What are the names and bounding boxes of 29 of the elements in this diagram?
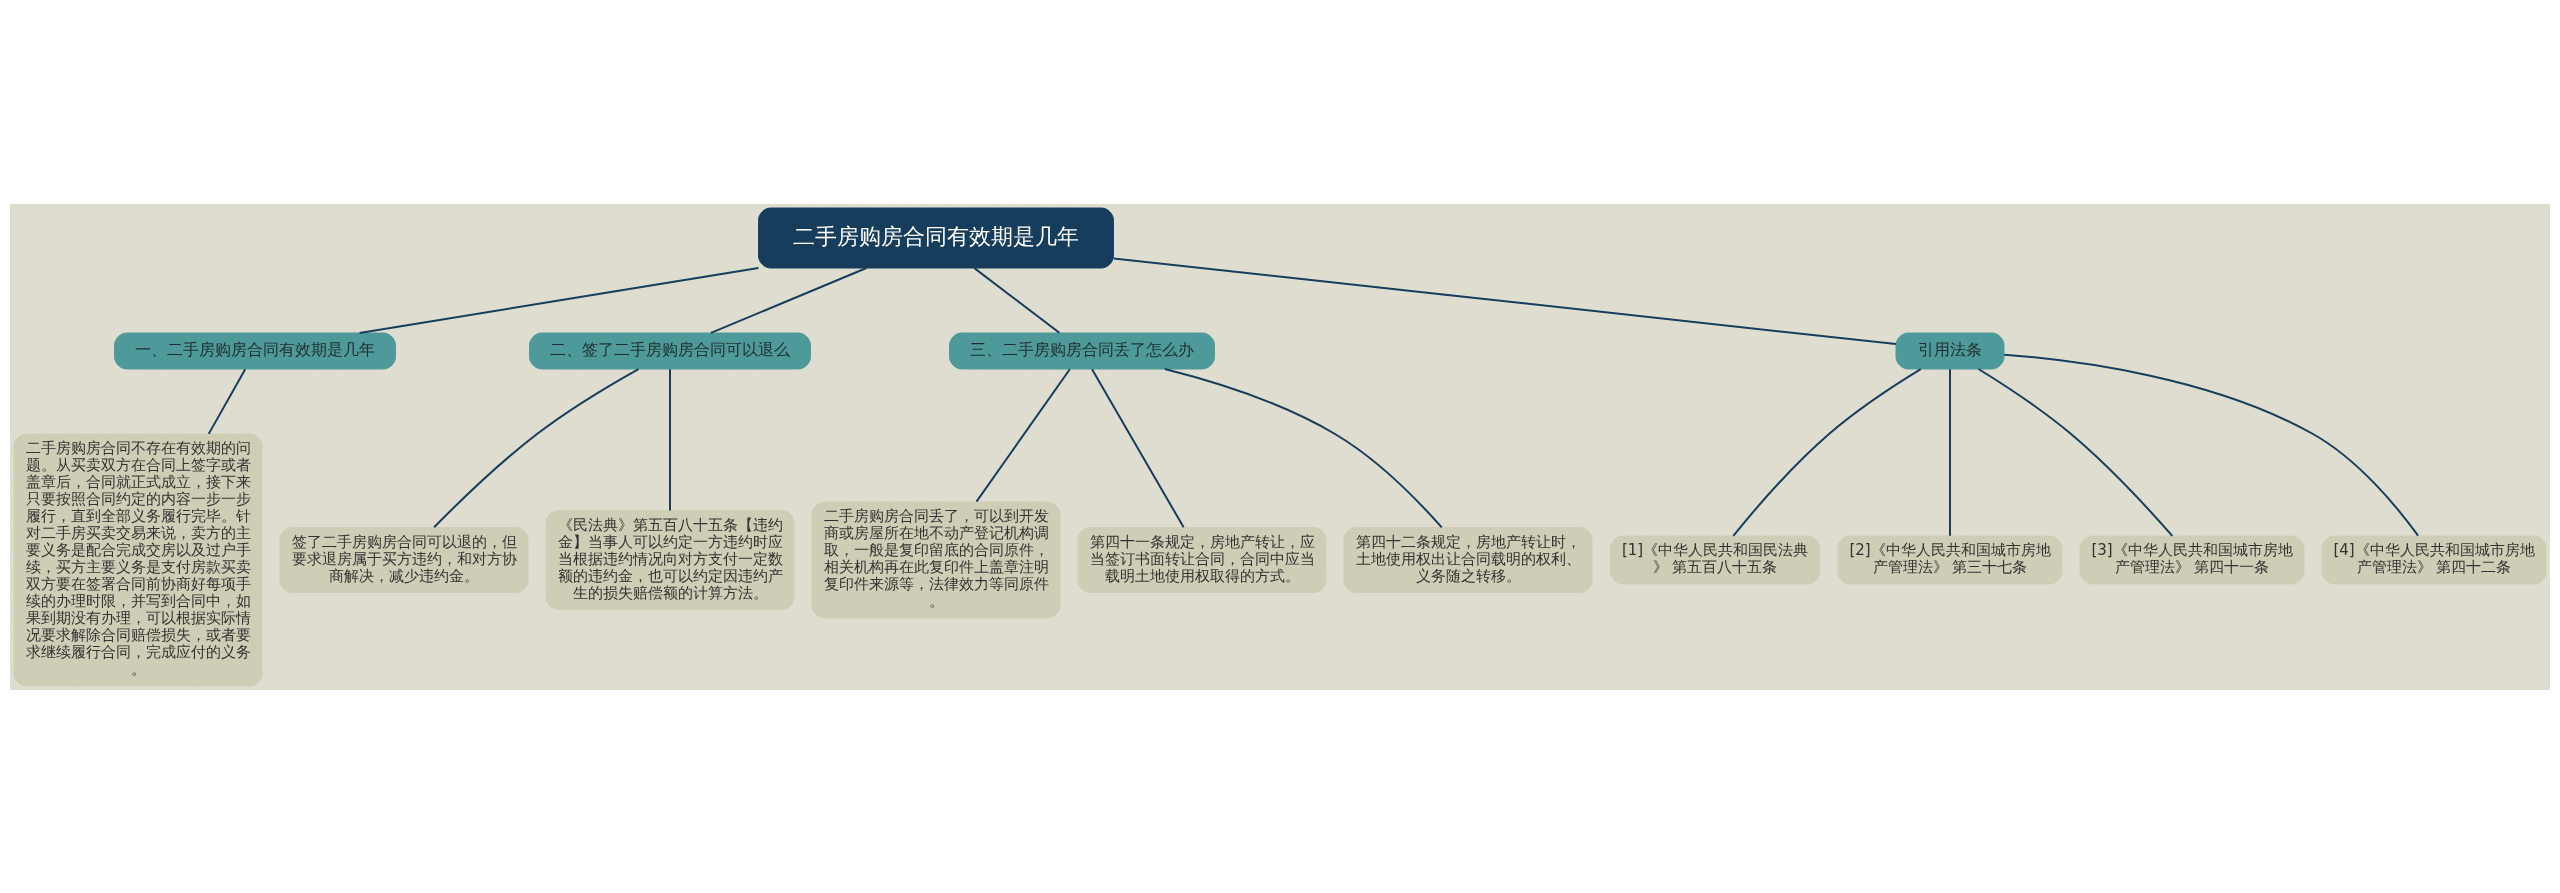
connector [358,266,760,334]
node-box: 二手房购房合同有效期是几年 [758,207,1114,268]
connector [669,367,671,511]
node-box: 二、签了二手房购房合同可以退么 [529,332,811,369]
node-box: 引用法条 [1895,332,2005,369]
node-box: 签了二手房购房合同可以退的，但要求退房属于买方违约，和对方协商解决，减少违约金。 [279,526,529,593]
node-box: [2]《中华人民共和国城市房地产管理法》 第三十七条 [1837,535,2063,584]
node-box: 二手房购房合同不存在有效期的问题。从买卖双方在合同上签字或者盖章后，合同就正式成立，接下来只要按照合同约定的内容一步一步履行，直到全部义务履行完毕。针对二手房买卖交易来说，卖方的主要义务是配合完成交房以及过户手续，买方主要义务是支付房款买卖双方要在签署合同前协商好每项手续的办理时限，并写到合同中，如果到期没有办理，可以根据实际情况要求解除合同赔偿损失，或者要求继续履行合同，完成应付的义务。 [13,433,263,686]
node-box: 《民法典》第五百八十五条【违约金】当事人可以约定一方违约时应当根据违约情况向对方支付一定数额的违约金，也可以约定因违约产生的损失赔偿额的计算方法。 [545,509,795,610]
connector [1949,367,1951,537]
connector [710,266,868,334]
node-box: 二手房购房合同丢了，可以到开发商或房屋所在地不动产登记机构调取，一般是复印留底的合同原件，相关机构再在此复印件上盖章注明复印件来源等，法律效力等同原件。 [811,501,1061,618]
node-box: [4]《中华人民共和国城市房地产管理法》 第四十二条 [2321,535,2547,584]
node-box: 第四十二条规定，房地产转让时，土地使用权出让合同载明的权利、义务随之转移。 [1343,526,1593,593]
connector [1163,367,1443,528]
node-box: [1]《中华人民共和国民法典》 第五百八十五条 [1610,535,1820,584]
connector [1112,256,1897,345]
node-box: 第四十一条规定，房地产转让，应当签订书面转让合同，合同中应当载明土地使用权取得的方式。 [1077,526,1327,593]
connector [1977,367,2174,537]
connector [433,367,640,528]
connector [207,367,247,435]
connector [973,266,1061,334]
connector [2003,353,2420,537]
connector [1732,367,1922,537]
connector [1091,367,1185,528]
node-box: [3]《中华人民共和国城市房地产管理法》 第四十一条 [2079,535,2305,584]
node-box: 三、二手房购房合同丢了怎么办 [949,332,1215,369]
node-box: 一、二手房购房合同有效期是几年 [114,332,396,369]
connector [975,367,1071,503]
